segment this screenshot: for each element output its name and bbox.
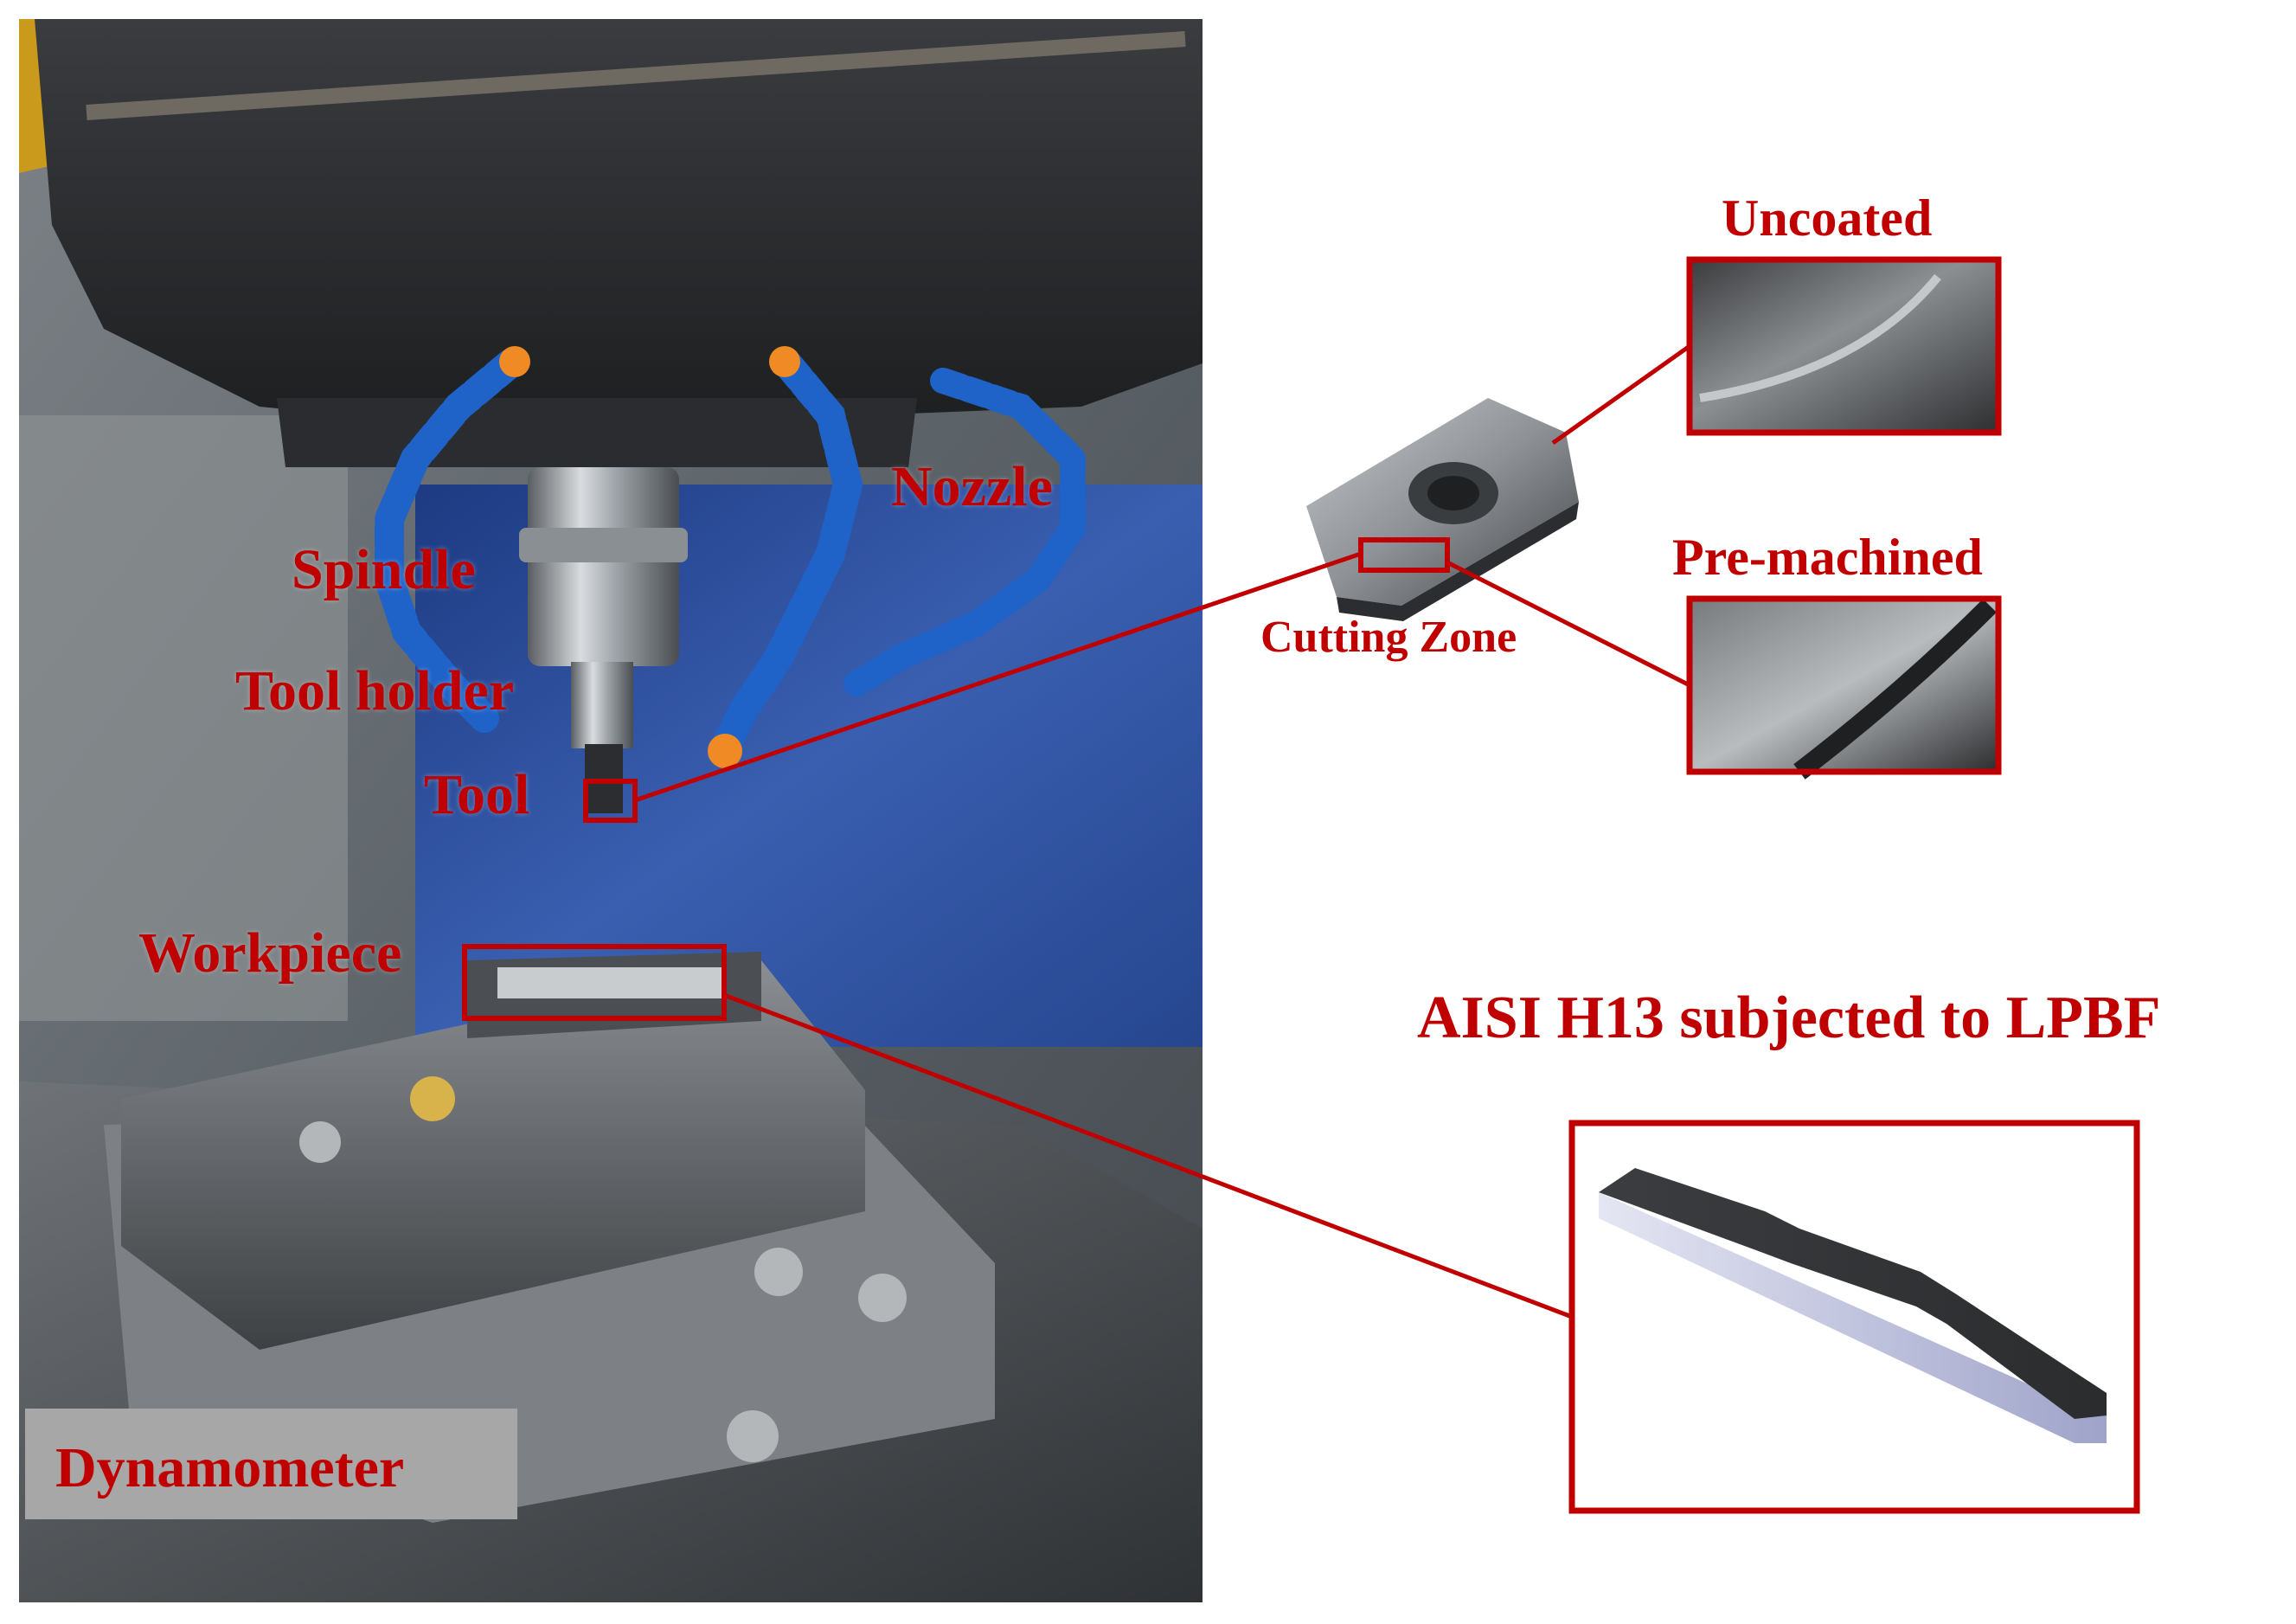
coolant-hose-far [843, 368, 1086, 696]
clamp-bolt-1 [754, 1248, 803, 1296]
uncoated-micrograph [1690, 260, 1998, 433]
clamp-bolt-3 [727, 1410, 779, 1462]
uncoated-edge-curve [1699, 273, 1941, 402]
vise-handle [410, 1076, 455, 1121]
spindle-body [528, 467, 679, 666]
spindle-ring [519, 528, 688, 562]
specimen-image [1599, 1168, 2107, 1443]
dynamometer-label: Dynamometer [55, 1436, 405, 1499]
tool-holder-label: Tool holder [235, 659, 515, 722]
insert-edge [1337, 502, 1579, 621]
clamp-bolt-2 [858, 1274, 907, 1322]
premachined-edge-curve [1793, 599, 1997, 780]
connector-insert-to-uncoated [1551, 343, 1691, 446]
specimen-side [1599, 1192, 2107, 1443]
workpiece-label: Workpiece [138, 921, 402, 985]
spindle-label: Spindle [292, 538, 476, 601]
workpiece-highlight-box [462, 944, 727, 1021]
material-label: AISI H13 subjected to LPBF [1417, 985, 2161, 1051]
pre-machined-label: Pre-machined [1672, 529, 1983, 586]
insert-hole-inner [1427, 476, 1479, 510]
insert-image [1306, 398, 1579, 621]
uncoated-label: Uncoated [1722, 189, 1933, 247]
vise-body [121, 960, 865, 1350]
nozzle-tip-bottom [708, 734, 742, 768]
cutting-zone-label: Cutting Zone [1260, 613, 1517, 662]
nozzle-tip-right [769, 346, 800, 377]
coolant-hose-right [712, 349, 863, 759]
connector-workpiece-to-specimen [723, 992, 1573, 1319]
coolant-pipe [86, 31, 1186, 120]
tool-label: Tool [424, 763, 530, 826]
tool-highlight-box [583, 779, 638, 823]
workpiece-body [497, 967, 722, 998]
clamp-bolt-4 [299, 1121, 341, 1163]
connector-tool-to-insert [634, 551, 1362, 803]
photo-left-wall [19, 415, 348, 1021]
coolant-hose-left [375, 349, 525, 733]
dynamometer-label-box [25, 1409, 517, 1519]
machine-head [35, 19, 1203, 433]
specimen-top [1599, 1168, 2107, 1419]
machine-photo [19, 19, 1203, 1602]
nozzle-tip-left [499, 346, 530, 377]
connector-insert-to-premachined [1446, 560, 1691, 688]
nozzle-label: Nozzle [891, 455, 1053, 518]
tool-holder-body [571, 662, 633, 748]
